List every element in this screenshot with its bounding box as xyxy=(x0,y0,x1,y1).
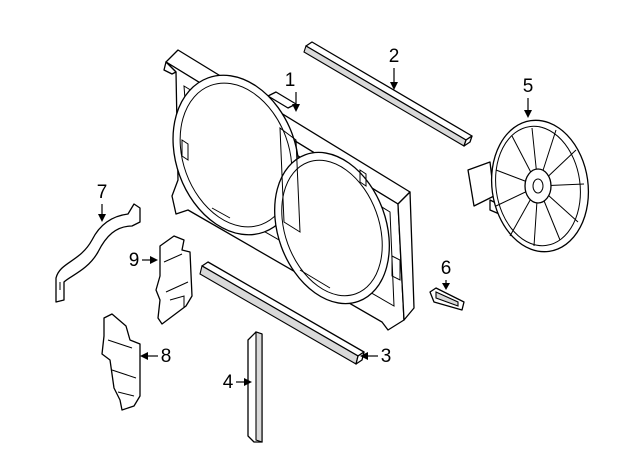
seal-strip-part-2 xyxy=(303,41,473,147)
callout-label-5: 5 xyxy=(523,76,534,97)
callout-1: 1 xyxy=(285,70,300,112)
callout-8: 8 xyxy=(140,346,171,367)
callout-label-2: 2 xyxy=(389,46,400,67)
callout-3: 3 xyxy=(360,346,391,367)
seal-strip-part-3 xyxy=(199,261,365,365)
callout-label-3: 3 xyxy=(381,346,392,367)
callout-9: 9 xyxy=(129,250,158,271)
clip-part-6 xyxy=(429,287,465,311)
callout-label-4: 4 xyxy=(223,372,234,393)
callout-label-8: 8 xyxy=(161,346,172,367)
callout-label-6: 6 xyxy=(441,258,452,279)
fan-assembly-part-5 xyxy=(467,119,590,253)
callout-4: 4 xyxy=(223,372,252,393)
fan-shroud-part-1 xyxy=(163,49,415,331)
callout-5: 5 xyxy=(523,76,534,118)
callout-2: 2 xyxy=(389,46,400,90)
seal-strip-part-4 xyxy=(247,331,263,443)
bracket-part-9 xyxy=(155,235,193,325)
callout-label-9: 9 xyxy=(129,250,140,271)
callout-7: 7 xyxy=(97,182,108,222)
callout-6: 6 xyxy=(441,258,452,290)
bracket-part-7 xyxy=(55,203,141,303)
bracket-part-8 xyxy=(101,313,141,411)
callout-label-7: 7 xyxy=(97,182,108,203)
callout-label-1: 1 xyxy=(285,70,296,91)
